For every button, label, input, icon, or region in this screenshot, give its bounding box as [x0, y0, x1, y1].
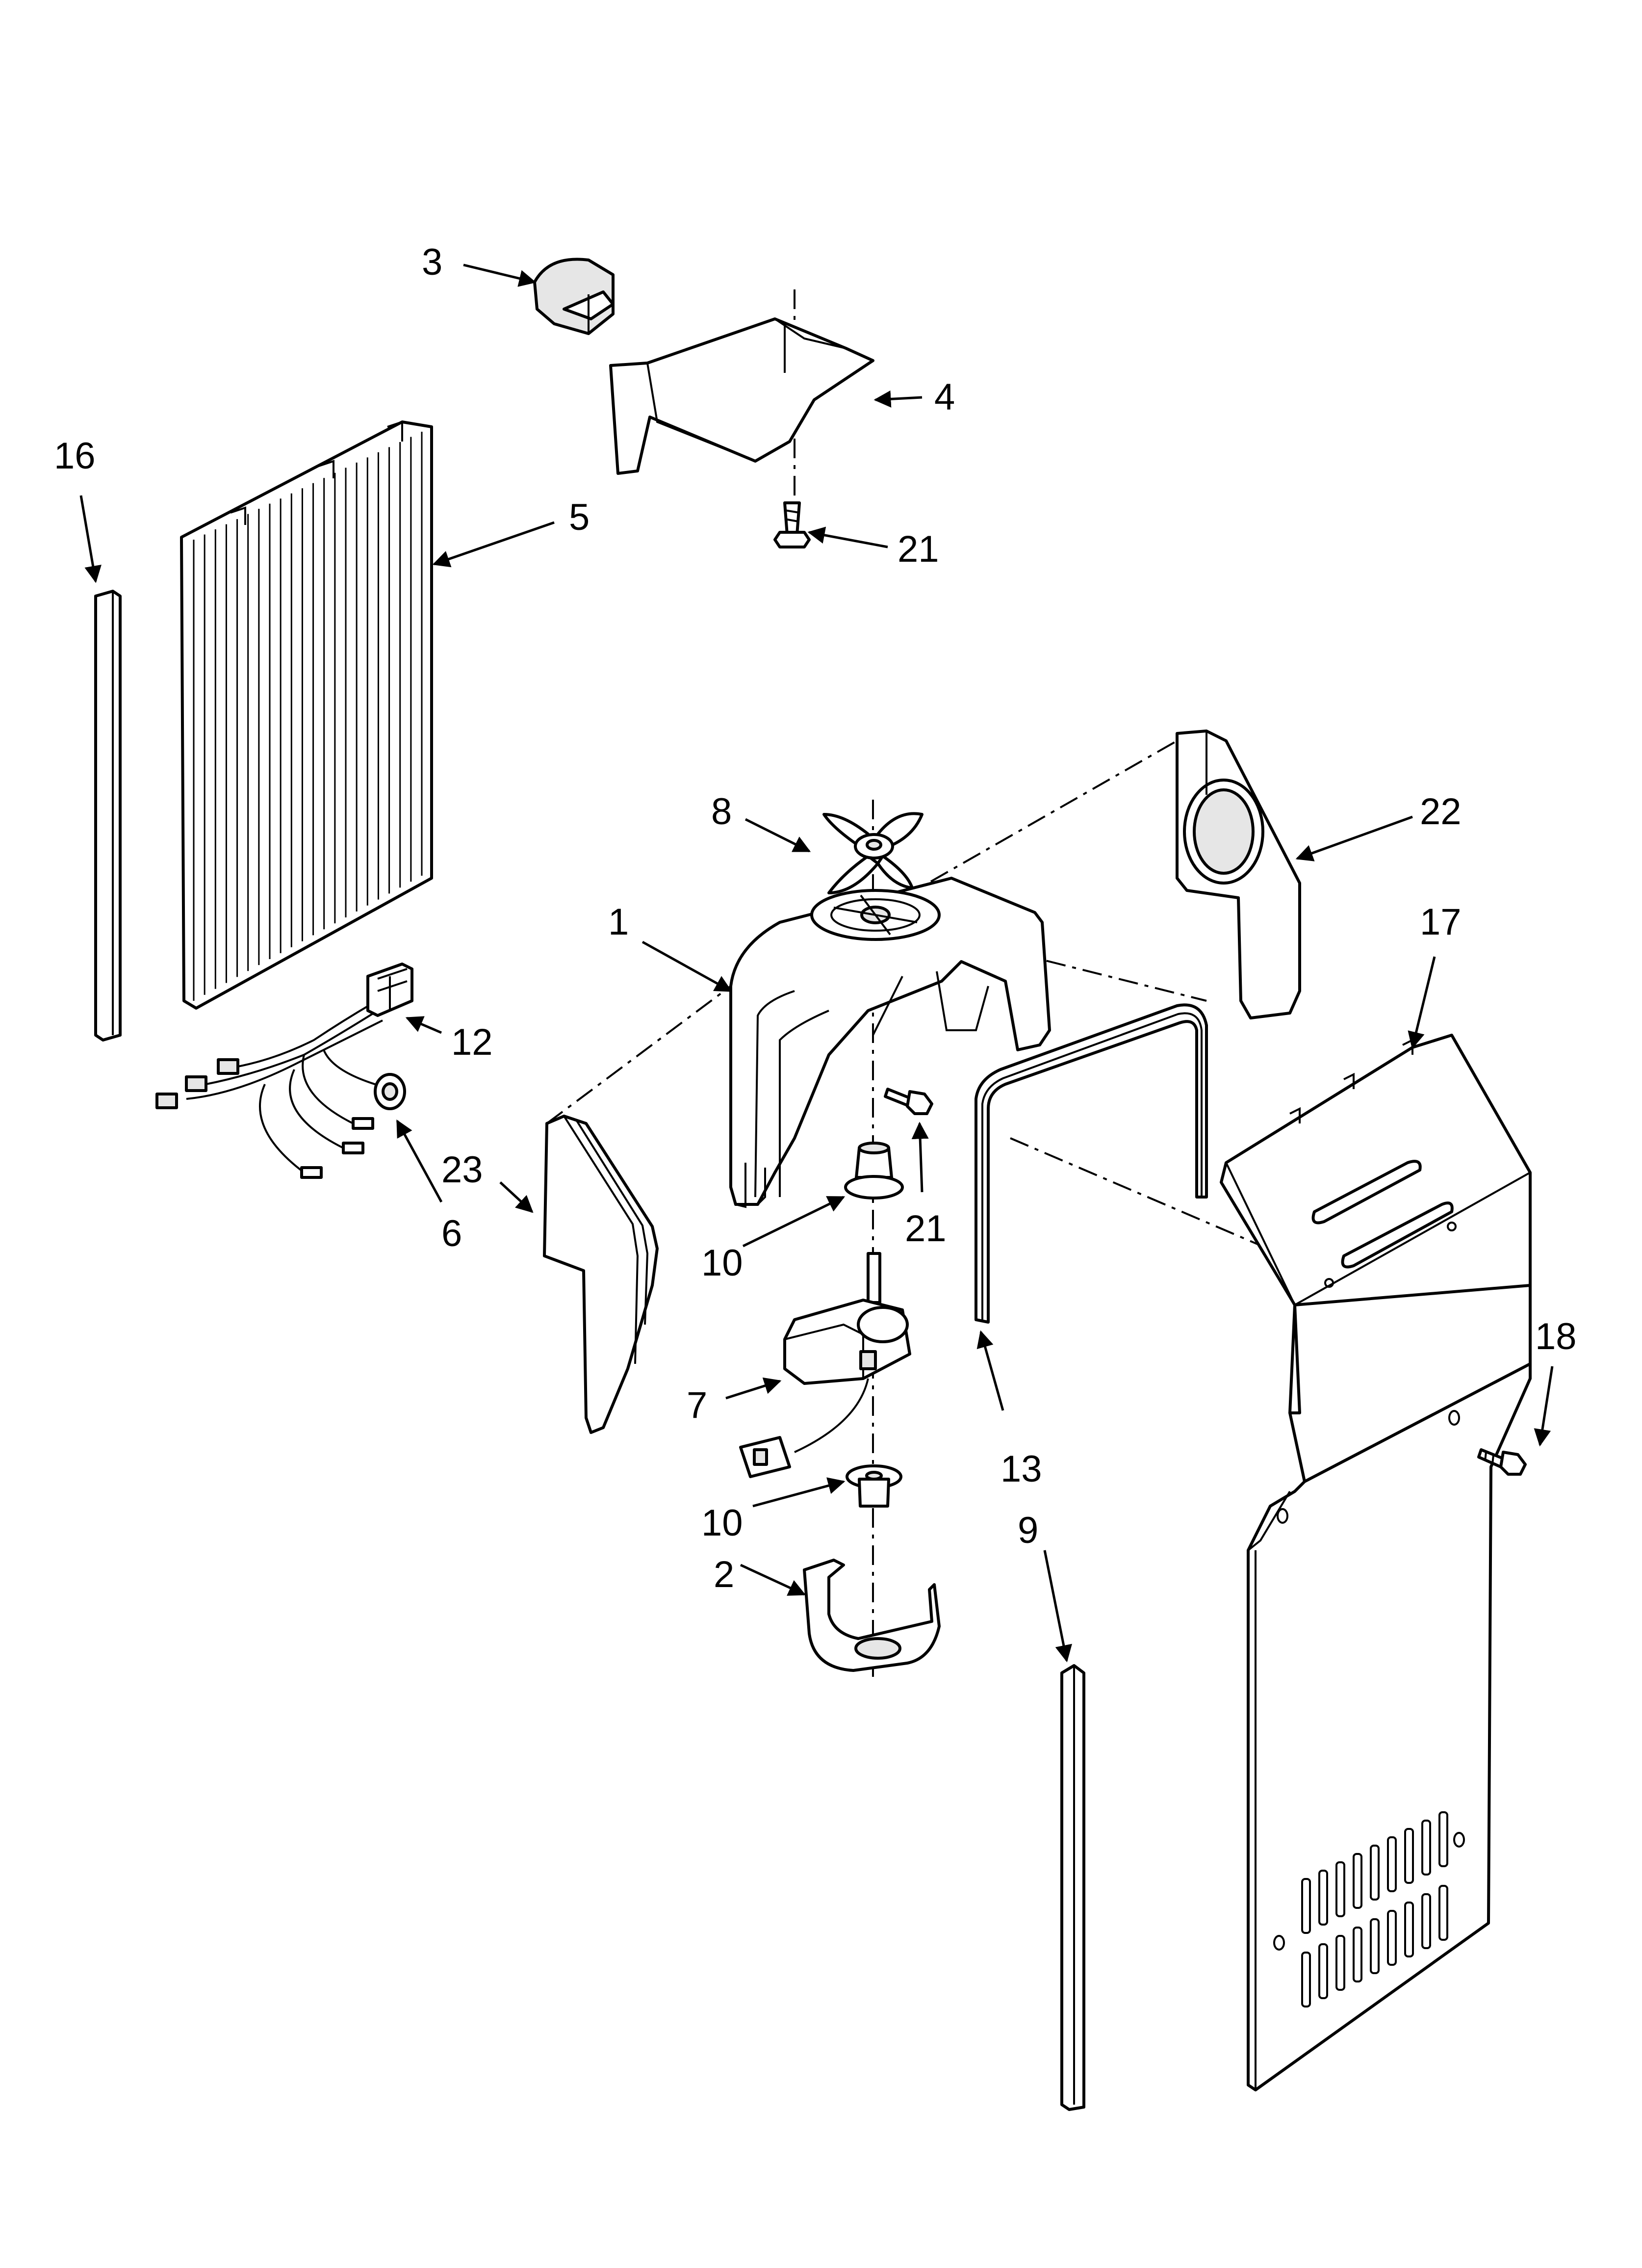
part-4-air-duct: [609, 317, 874, 475]
callout-labels: 3 4 16 5 21 8 22 1 17 12 23 6 21 10 7 18…: [54, 241, 1577, 1595]
callout-5: 5: [569, 496, 590, 538]
leader-lines: [79, 263, 1554, 1663]
callout-10-upper: 10: [701, 1242, 743, 1284]
callout-1: 1: [608, 901, 629, 943]
callout-23: 23: [441, 1149, 483, 1191]
part-16-seal-strip: [94, 590, 122, 1042]
callout-10-lower: 10: [701, 1502, 743, 1544]
part-5-evaporator-cover: [180, 420, 433, 1010]
callout-12: 12: [451, 1021, 493, 1063]
callout-9: 9: [1018, 1510, 1038, 1551]
callout-2: 2: [714, 1554, 734, 1595]
part-6-grommet: [374, 1073, 406, 1110]
callout-7: 7: [687, 1384, 707, 1426]
callout-18: 18: [1535, 1316, 1577, 1357]
part-3-damper-cap: [533, 258, 615, 335]
part-23-shroud-panel: [543, 1115, 659, 1434]
part-18-screw: [1477, 1448, 1527, 1476]
part-13-gasket: [975, 1003, 1208, 1324]
panel-ribs: [193, 432, 423, 1001]
part-10-grommet-upper: [844, 1142, 904, 1199]
callout-21-shroud: 21: [905, 1208, 947, 1250]
callout-17: 17: [1420, 901, 1462, 943]
part-7-fan-motor: [739, 1252, 911, 1478]
part-22-duct-panel: [1176, 730, 1301, 1019]
callout-16: 16: [54, 435, 96, 477]
vent-slots: [1301, 1811, 1448, 2007]
callout-4: 4: [934, 376, 955, 418]
part-21-screw-shroud: [884, 1088, 933, 1115]
part-21-screw-upper: [773, 501, 811, 548]
part-17-rear-duct-cover: [1220, 1034, 1532, 2091]
part-1-fan-shroud: [729, 877, 1051, 1208]
callout-13: 13: [1001, 1448, 1042, 1490]
callout-3: 3: [422, 241, 442, 283]
part-12-wire-harness: [155, 963, 413, 1179]
callout-6: 6: [441, 1213, 462, 1254]
callout-21-upper: 21: [898, 528, 939, 570]
part-10-grommet-lower: [846, 1464, 902, 1508]
callout-22: 22: [1420, 791, 1462, 833]
part-8-fan-blade: [822, 812, 924, 894]
part-2-motor-bracket: [803, 1559, 941, 1672]
callout-8: 8: [711, 791, 732, 833]
part-9-seal-strip: [1060, 1664, 1085, 2111]
